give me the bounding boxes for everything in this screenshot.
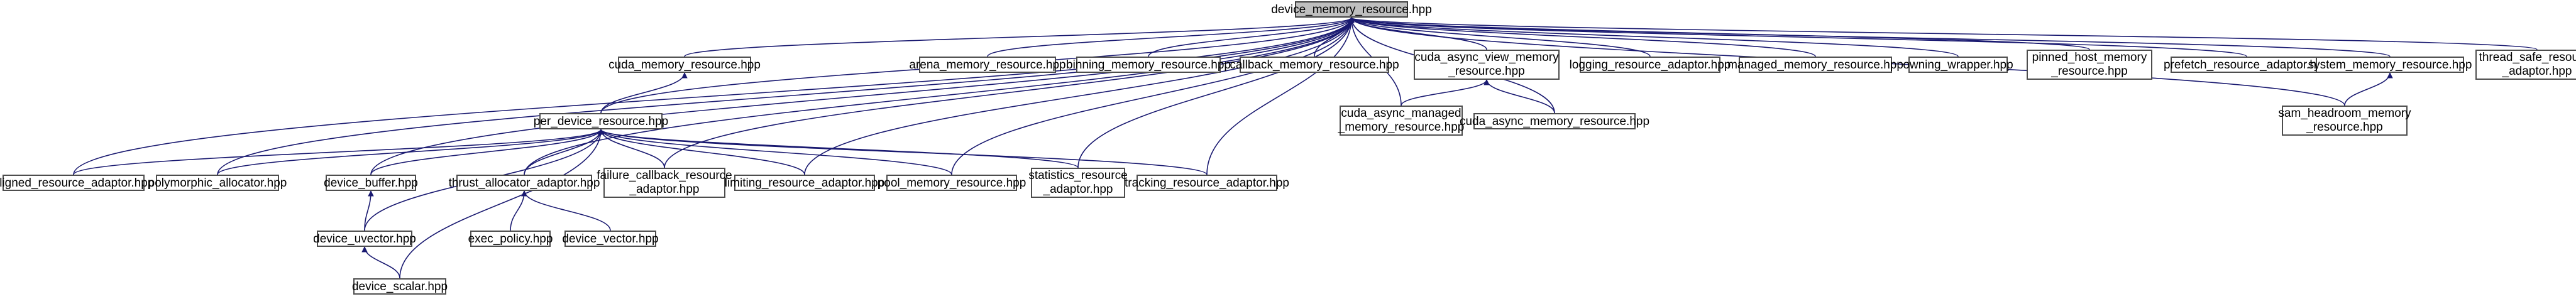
graph-node-cuda_memory_resource[interactable]: cuda_memory_resource.hpp [608,57,761,73]
graph-node-device_vector[interactable]: device_vector.hpp [562,231,659,247]
graph-edge-failure_callback_resource_adaptor-to-per_device_resource [598,129,665,168]
graph-node-device_memory_resource[interactable]: device_memory_resource.hpp [1271,1,1432,18]
graph-node-owning_wrapper[interactable]: owning_wrapper.hpp [1903,57,2013,73]
graph-node-device_buffer[interactable]: device_buffer.hpp [324,175,418,191]
graph-edge-callback_memory_resource-to-device_memory_resource [1314,17,1355,57]
graph-node-statistics_resource_adaptor[interactable]: statistics_resource _adaptor.hpp [1028,168,1128,198]
graph-edge-thread_safe_resource_adaptor-to-device_memory_resource [1348,17,2538,50]
graph-node-pinned_host_memory_resource[interactable]: pinned_host_memory _resource.hpp [2027,50,2152,80]
graph-edge-statistics_resource_adaptor-to-device_memory_resource [1077,17,1355,168]
graph-node-polymorphic_allocator[interactable]: polymorphic_allocator.hpp [148,175,287,191]
graph-edge-device_buffer-to-device_memory_resource [370,17,1355,175]
graph-edge-device_uvector-to-device_buffer [364,190,374,231]
graph-edge-aligned_resource_adaptor-to-per_device_resource [73,129,604,175]
graph-edge-pool_memory_resource-to-device_memory_resource [951,17,1355,175]
graph-node-failure_callback_resource_adaptor[interactable]: failure_callback_resource _adaptor.hpp [597,168,732,198]
graph-edge-polymorphic_allocator-to-per_device_resource [217,129,604,175]
graph-node-cuda_async_view_memory_resource[interactable]: cuda_async_view_memory _resource.hpp [1414,50,1560,80]
graph-edge-binning_memory_resource-to-device_memory_resource [1148,17,1355,57]
graph-edge-aligned_resource_adaptor-to-device_memory_resource [73,17,1355,175]
graph-edge-device_scalar-to-per_device_resource [399,129,604,279]
graph-node-system_memory_resource[interactable]: system_memory_resource.hpp [2308,57,2472,73]
graph-node-managed_memory_resource[interactable]: managed_memory_resource.hpp [1727,57,1903,73]
graph-node-thread_safe_resource_adaptor[interactable]: thread_safe_resource _adaptor.hpp [2475,50,2576,80]
graph-node-arena_memory_resource[interactable]: arena_memory_resource.hpp [909,57,1066,73]
graph-edge-cuda_async_managed_memory_resource-to-cuda_async_view_memory_resource [1401,79,1490,106]
graph-edge-statistics_resource_adaptor-to-per_device_resource [598,129,1079,168]
graph-edge-exec_policy-to-thrust_allocator_adaptor [510,190,527,231]
graph-edge-pinned_host_memory_resource-to-device_memory_resource [1348,17,2090,50]
graph-edge-arena_memory_resource-to-device_memory_resource [987,17,1355,57]
graph-edge-cuda_async_view_memory_resource-to-device_memory_resource [1348,17,1487,50]
graph-edge-thrust_allocator_adaptor-to-device_memory_resource [524,17,1355,175]
graph-node-logging_resource_adaptor[interactable]: logging_resource_adaptor.hpp [1570,57,1731,73]
graph-edge-device_scalar-to-device_uvector [361,246,400,279]
graph-node-binning_memory_resource[interactable]: binning_memory_resource.hpp [1066,57,1231,73]
graph-edge-device_vector-to-thrust_allocator_adaptor [521,190,611,231]
graph-edge-thrust_allocator_adaptor-to-per_device_resource [524,129,604,175]
graph-node-tracking_resource_adaptor[interactable]: tracking_resource_adaptor.hpp [1125,175,1289,191]
graph-node-device_uvector[interactable]: device_uvector.hpp [313,231,416,247]
graph-node-exec_policy[interactable]: exec_policy.hpp [468,231,553,247]
graph-node-callback_memory_resource[interactable]: callback_memory_resource.hpp [1230,57,1399,73]
graph-node-sam_headroom_memory_resource[interactable]: sam_headroom_memory _resource.hpp [2278,106,2411,136]
graph-node-thrust_allocator_adaptor[interactable]: thrust_allocator_adaptor.hpp [449,175,600,191]
graph-edge-per_device_resource-to-cuda_memory_resource [600,72,688,114]
graph-node-prefetch_resource_adaptor[interactable]: prefetch_resource_adaptor.hpp [2164,57,2330,73]
graph-edge-device_buffer-to-per_device_resource [370,129,604,175]
graph-node-cuda_async_managed_memory_resource[interactable]: cuda_async_managed _memory_resource.hpp [1338,106,1464,136]
graph-node-pool_memory_resource[interactable]: pool_memory_resource.hpp [878,175,1026,191]
graph-edge-failure_callback_resource_adaptor-to-device_memory_resource [664,17,1355,168]
graph-edge-tracking_resource_adaptor-to-device_memory_resource [1206,17,1355,175]
graph-node-aligned_resource_adaptor[interactable]: aligned_resource_adaptor.hpp [0,175,154,191]
graph-edge-limiting_resource_adaptor-to-device_memory_resource [804,17,1355,175]
graph-node-limiting_resource_adaptor[interactable]: limiting_resource_adaptor.hpp [725,175,884,191]
graph-edge-cuda_async_memory_resource-to-cuda_async_view_memory_resource [1483,79,1555,114]
graph-node-per_device_resource[interactable]: per_device_resource.hpp [534,113,668,129]
graph-edge-polymorphic_allocator-to-device_memory_resource [217,17,1355,175]
graph-edge-cuda_memory_resource-to-device_memory_resource [684,17,1355,57]
graph-edge-sam_headroom_memory_resource-to-system_memory_resource [2344,72,2393,106]
graph-node-cuda_async_memory_resource[interactable]: cuda_async_memory_resource.hpp [1460,113,1649,129]
graph-node-device_scalar[interactable]: device_scalar.hpp [352,278,448,295]
